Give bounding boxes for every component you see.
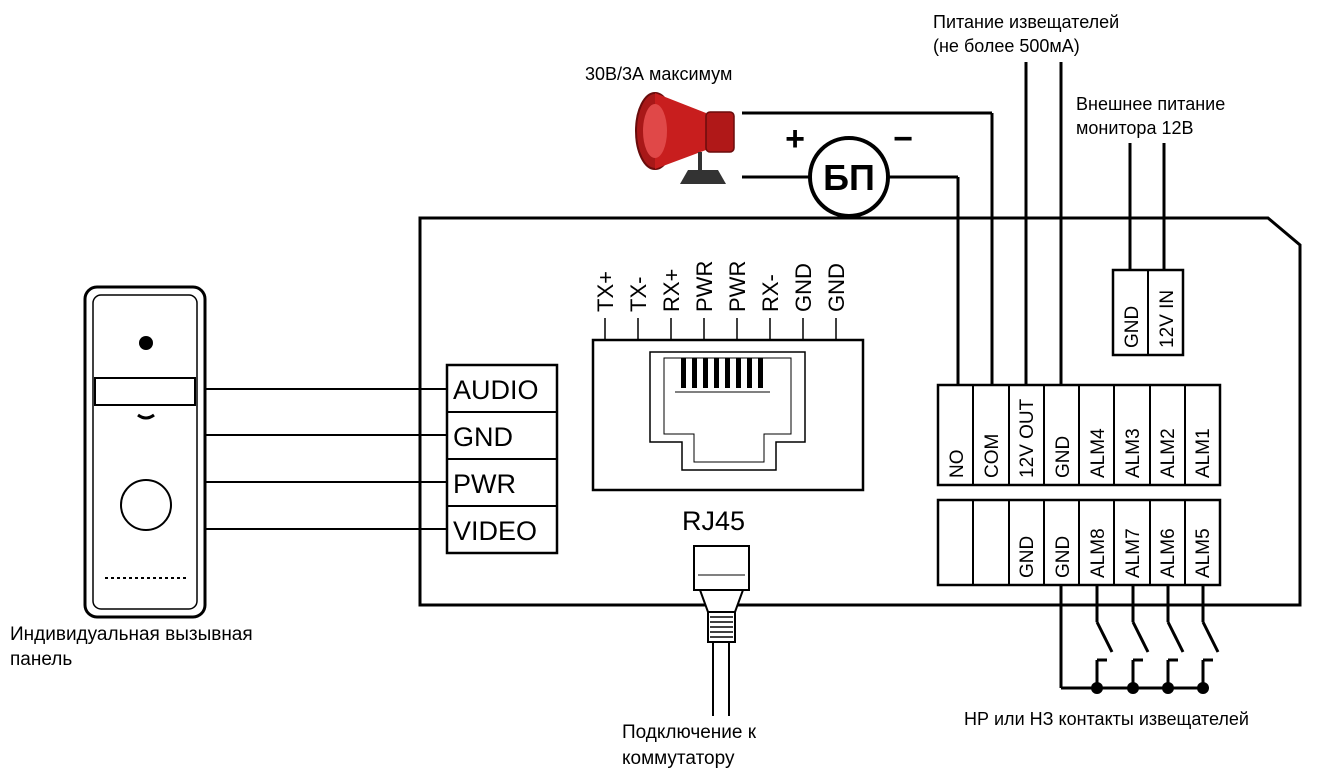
alarm-terminal-12v-out: 12V OUT (1017, 398, 1038, 478)
terminal-pwr: PWR (453, 469, 516, 499)
power-terminal-gnd: GND (1122, 306, 1143, 348)
detector-contacts (1059, 585, 1220, 694)
rj45-pin-labels: TX+ TX- RX+ PWR PWR RX- GND GND (593, 261, 849, 312)
ext-power-caption-2: монитора 12В (1076, 118, 1193, 138)
ext-power-caption-1: Внешнее питание (1076, 94, 1225, 114)
siren-caption: 30В/3А максимум (585, 64, 732, 84)
alarm-terminal-alm8: ALM8 (1088, 528, 1109, 578)
terminal-gnd: GND (453, 422, 513, 452)
alarm-terminal-alm2: ALM2 (1158, 428, 1179, 478)
alarm-block-bottom: GND GND ALM8 ALM7 ALM6 ALM5 (936, 498, 1222, 587)
call-button-icon (120, 479, 172, 531)
alarm-terminal-alm7: ALM7 (1123, 528, 1144, 578)
alarm-terminal-alm1: ALM1 (1193, 428, 1214, 478)
camera-icon (139, 336, 153, 350)
alarm-terminal-no: NO (947, 450, 968, 479)
rj45-pin-3: RX+ (659, 269, 684, 312)
terminal-video: VIDEO (453, 516, 537, 546)
monitor-body (418, 216, 1302, 607)
psu-plus: + (785, 120, 805, 158)
alarm-terminal-com: COM (982, 434, 1003, 478)
rj45-socket (591, 338, 865, 492)
switch-caption-2: коммутатору (622, 748, 735, 769)
siren-icon (635, 92, 735, 184)
rj45-label: RJ45 (682, 506, 745, 536)
alarm-terminal-alm4: ALM4 (1088, 428, 1109, 478)
call-panel (83, 285, 207, 619)
rj45-pin-4: PWR (692, 261, 717, 312)
alarm-terminal-gnd-top: GND (1053, 436, 1074, 478)
rj45-plug-icon (693, 545, 750, 716)
detector-power-caption-1: Питание извещателей (933, 12, 1119, 32)
contacts-caption: НР или НЗ контакты извещателей (964, 709, 1249, 729)
alarm-terminal-gnd-a: GND (1017, 536, 1038, 578)
alarm-block-top: NO COM 12V OUT GND ALM4 ALM3 ALM2 ALM1 (936, 383, 1222, 487)
psu-minus: − (893, 120, 913, 158)
rj45-pin-1: TX+ (593, 271, 618, 312)
rj45-pin-2: TX- (626, 277, 651, 312)
rj45-pin-6: RX- (758, 274, 783, 312)
alarm-terminal-alm6: ALM6 (1158, 528, 1179, 578)
power-terminal-block: GND 12V IN (1111, 268, 1185, 357)
alarm-terminal-alm5: ALM5 (1193, 528, 1214, 578)
rj45-pin-8: GND (824, 263, 849, 312)
switch-caption-1: Подключение к (622, 722, 757, 743)
psu-circle (808, 136, 890, 218)
alarm-terminal-alm3: ALM3 (1123, 428, 1144, 478)
power-terminal-12v-in: 12V IN (1157, 290, 1178, 348)
psu-label: БП (823, 157, 875, 198)
rj45-pin-7: GND (791, 263, 816, 312)
alarm-terminal-gnd-b: GND (1053, 536, 1074, 578)
rj45-pin-5: PWR (725, 261, 750, 312)
panel-terminal-block: AUDIO GND PWR VIDEO (445, 363, 559, 555)
call-panel-caption-2: панель (10, 649, 72, 670)
detector-power-caption-2: (не более 500мА) (933, 36, 1080, 56)
rj45-pin-ticks (604, 318, 837, 340)
call-panel-caption-1: Индивидуальная вызывная (10, 624, 253, 645)
terminal-audio: AUDIO (453, 375, 539, 405)
